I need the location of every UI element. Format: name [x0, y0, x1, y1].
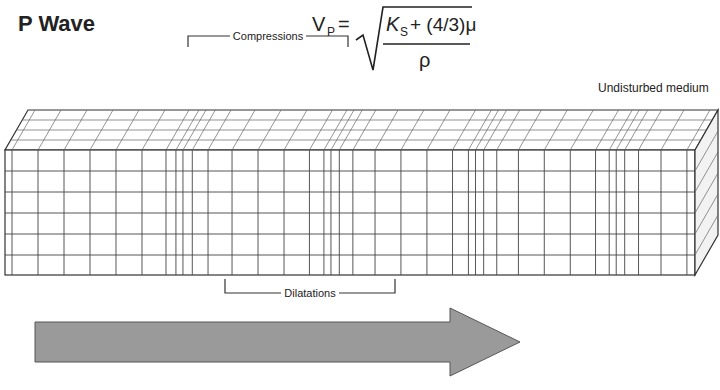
formula-symbol: + (4/3)μ	[410, 15, 476, 34]
grid-line	[64, 150, 65, 275]
grid-line	[695, 194, 718, 234]
grid-line	[12, 150, 13, 275]
formula-subscript: S	[400, 26, 408, 38]
grid-line	[695, 173, 718, 213]
grid-line	[339, 150, 340, 275]
block-label: Undisturbed medium	[598, 82, 709, 94]
grid-line	[695, 215, 718, 255]
block-top-face	[5, 110, 718, 150]
grid-line	[638, 150, 639, 275]
grid-line	[90, 150, 91, 275]
grid-line	[400, 150, 401, 275]
grid-line	[208, 150, 209, 275]
formula-symbol: ρ	[419, 50, 430, 70]
grid-line	[115, 150, 116, 275]
grid-line	[570, 150, 571, 275]
grid-line	[309, 150, 310, 275]
grid-line	[695, 131, 718, 171]
grid-line	[5, 213, 695, 214]
diagram-title: P Wave	[18, 13, 95, 35]
grid-line	[141, 150, 142, 275]
grid-line	[595, 150, 596, 275]
formula-symbol: =	[338, 14, 350, 34]
grid-line	[38, 150, 39, 275]
grid-line	[695, 152, 718, 192]
grid-line	[5, 234, 695, 235]
grid-line	[258, 150, 259, 275]
formula-subscript: P	[327, 26, 335, 38]
grid-line	[5, 255, 695, 256]
grid-line	[624, 150, 625, 275]
grid-line	[232, 150, 233, 275]
propagation-arrow	[35, 308, 520, 376]
grid-line	[452, 150, 453, 275]
block-front-face	[5, 150, 695, 275]
grid-line	[375, 150, 376, 275]
grid-line	[609, 150, 610, 275]
grid-line	[17, 130, 707, 131]
grid-line	[660, 150, 661, 275]
grid-line	[284, 150, 285, 275]
fraction-bar	[383, 43, 470, 44]
grid-line	[616, 150, 617, 275]
grid-line	[5, 192, 695, 193]
formula-symbol: K	[386, 14, 399, 34]
grid-line	[323, 150, 324, 275]
grid-line	[352, 150, 353, 275]
grid-line	[544, 150, 545, 275]
grid-line	[175, 150, 176, 275]
grid-line	[686, 150, 687, 275]
grid-line	[483, 150, 484, 275]
grid-line	[165, 150, 166, 275]
grid-line	[496, 150, 497, 275]
grid-line	[11, 140, 701, 141]
grid-line	[468, 150, 469, 275]
bracket-label: Compressions	[230, 31, 306, 42]
grid-line	[518, 150, 519, 275]
grid-line	[475, 150, 476, 275]
grid-line	[192, 150, 193, 275]
grid-line	[22, 120, 712, 121]
bracket-label: Dilatations	[281, 288, 338, 299]
grid-line	[182, 150, 183, 275]
block-grid	[5, 110, 718, 275]
grid-line	[426, 150, 427, 275]
formula-symbol: V	[312, 14, 325, 34]
block-end-face	[695, 110, 718, 275]
grid-line	[330, 150, 331, 275]
grid-line	[5, 171, 695, 172]
medium-block	[5, 110, 718, 275]
